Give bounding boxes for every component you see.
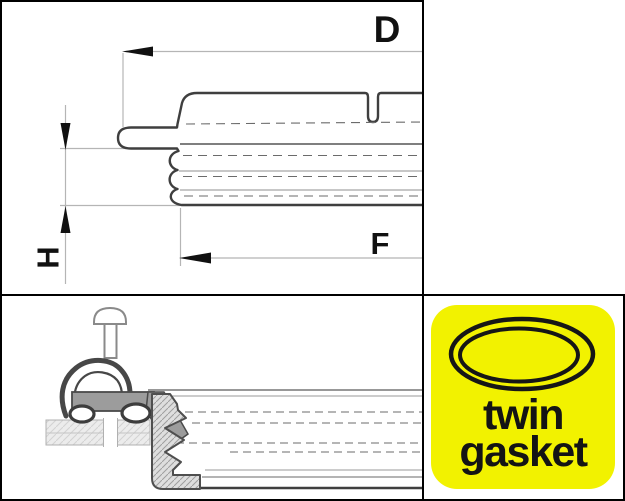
arrow-d bbox=[122, 46, 153, 57]
twin-gasket-sections bbox=[68, 402, 152, 424]
twin-gasket-callout-panel: twin gasket bbox=[422, 294, 625, 501]
screw-icon bbox=[93, 306, 127, 359]
tank-wall bbox=[45, 418, 151, 447]
cap-outline bbox=[116, 91, 422, 207]
arrow-h-bottom bbox=[60, 206, 71, 233]
badge-text: twin gasket bbox=[431, 391, 615, 476]
dim-label-h: H bbox=[30, 246, 66, 269]
twin-gasket-oval-icon bbox=[448, 316, 596, 392]
gasket-detail-panel bbox=[0, 294, 424, 501]
arrow-f bbox=[179, 252, 211, 264]
rim-gasket-section-drawing bbox=[45, 306, 422, 490]
dim-label-f: F bbox=[370, 226, 390, 261]
cap-side-section-drawing bbox=[60, 46, 422, 284]
thread-lines bbox=[179, 121, 422, 197]
dim-label-d: D bbox=[373, 9, 401, 50]
thread-lines-detail bbox=[148, 389, 422, 490]
arrow-h-top bbox=[60, 123, 71, 150]
threaded-skirt bbox=[151, 393, 201, 490]
badge-text-line1: twin bbox=[483, 391, 564, 439]
twin-gasket-badge: twin gasket bbox=[431, 305, 615, 489]
badge-text-line2: gasket bbox=[459, 428, 588, 476]
dimension-view-panel: D F H bbox=[0, 0, 424, 296]
dimension-arrows bbox=[60, 46, 211, 264]
